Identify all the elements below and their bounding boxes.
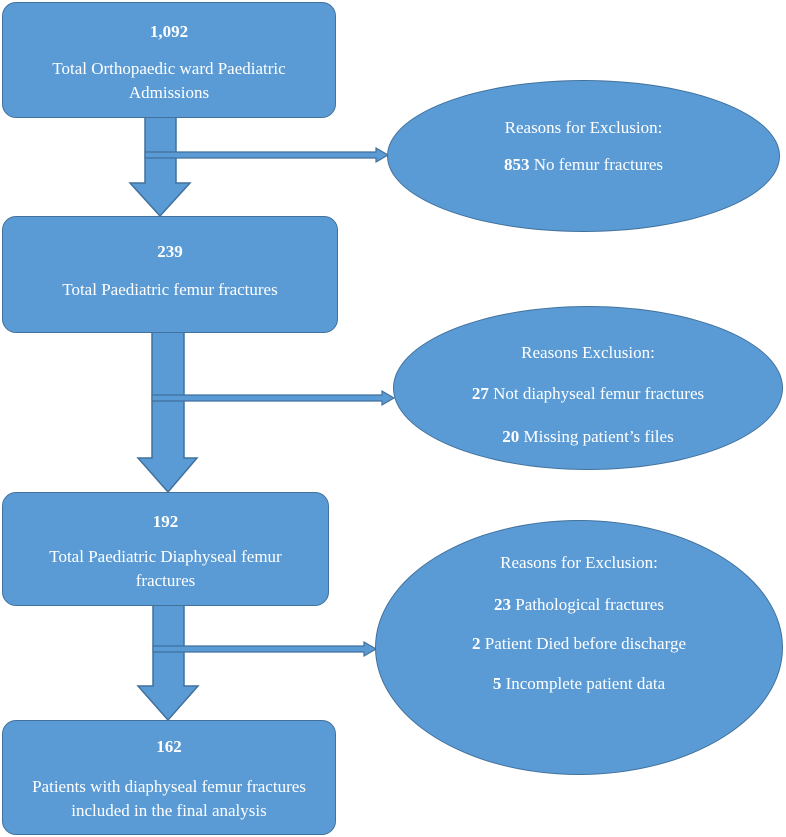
- exclusion-1-item-1: 853 No femur fractures: [388, 154, 779, 176]
- box-femur-fractures-label: Total Paediatric femur fractures: [62, 280, 278, 299]
- box-total-admissions-label-line2: Admissions: [128, 83, 210, 102]
- exclusion-2-item-1: 27 Not diaphyseal femur fractures: [394, 383, 782, 405]
- exclusion-2-title: Reasons Exclusion:: [521, 343, 655, 362]
- exclusion-1-item-1-text: No femur fractures: [529, 155, 664, 174]
- down-arrow-2: [136, 331, 199, 494]
- down-arrow-3: [136, 604, 200, 722]
- exclusion-3-item-1: 23 Pathological fractures: [376, 594, 782, 616]
- box-diaphyseal-fractures-count: 192: [152, 512, 179, 531]
- exclusion-3-item-1-text: Pathological fractures: [511, 595, 664, 614]
- exclusion-ellipse-1: Reasons for Exclusion: 853 No femur frac…: [387, 80, 780, 232]
- down-arrow-1: [128, 116, 192, 218]
- exclusion-3-item-2: 2 Patient Died before discharge: [376, 633, 782, 655]
- side-arrow-3: [152, 640, 378, 658]
- exclusion-3-item-3: 5 Incomplete patient data: [376, 673, 782, 695]
- box-diaphyseal-fractures-label-line1: Total Paediatric Diaphyseal femur: [49, 547, 282, 566]
- exclusion-2-item-2-count: 20: [502, 427, 520, 446]
- exclusion-ellipse-3: Reasons for Exclusion: 23 Pathological f…: [375, 520, 783, 775]
- box-femur-fractures: 239 Total Paediatric femur fractures: [2, 216, 338, 333]
- exclusion-2-item-1-text: Not diaphyseal femur fractures: [488, 384, 705, 403]
- box-final-analysis-label-line2: included in the final analysis: [71, 801, 267, 820]
- box-final-analysis: 162 Patients with diaphyseal femur fract…: [2, 720, 336, 835]
- exclusion-3-item-2-text: Patient Died before discharge: [480, 634, 686, 653]
- exclusion-ellipse-2: Reasons Exclusion: 27 Not diaphyseal fem…: [393, 306, 783, 470]
- box-total-admissions: 1,092 Total Orthopaedic ward Paediatric …: [2, 2, 336, 118]
- box-diaphyseal-fractures-label-line2: fractures: [135, 571, 196, 590]
- box-diaphyseal-fractures: 192 Total Paediatric Diaphyseal femur fr…: [2, 492, 329, 606]
- exclusion-1-title: Reasons for Exclusion:: [504, 118, 663, 137]
- exclusion-3-item-2-count: 2: [471, 634, 481, 653]
- exclusion-2-item-1-count: 27: [471, 384, 489, 403]
- box-total-admissions-count: 1,092: [149, 22, 189, 41]
- side-arrow-2: [151, 389, 396, 407]
- exclusion-3-item-3-count: 5: [492, 674, 502, 693]
- box-total-admissions-label-line1: Total Orthopaedic ward Paediatric: [52, 59, 286, 78]
- box-final-analysis-label-line1: Patients with diaphyseal femur fractures: [32, 777, 306, 796]
- exclusion-1-item-1-count: 853: [503, 155, 530, 174]
- exclusion-3-item-1-count: 23: [494, 595, 512, 614]
- exclusion-2-item-2: 20 Missing patient’s files: [394, 426, 782, 448]
- exclusion-2-item-2-text: Missing patient’s files: [519, 427, 674, 446]
- side-arrow-1: [144, 146, 390, 164]
- exclusion-3-title: Reasons for Exclusion:: [500, 553, 658, 572]
- exclusion-3-item-3-text: Incomplete patient data: [501, 674, 666, 693]
- box-femur-fractures-count: 239: [157, 242, 183, 261]
- box-final-analysis-count: 162: [156, 737, 182, 756]
